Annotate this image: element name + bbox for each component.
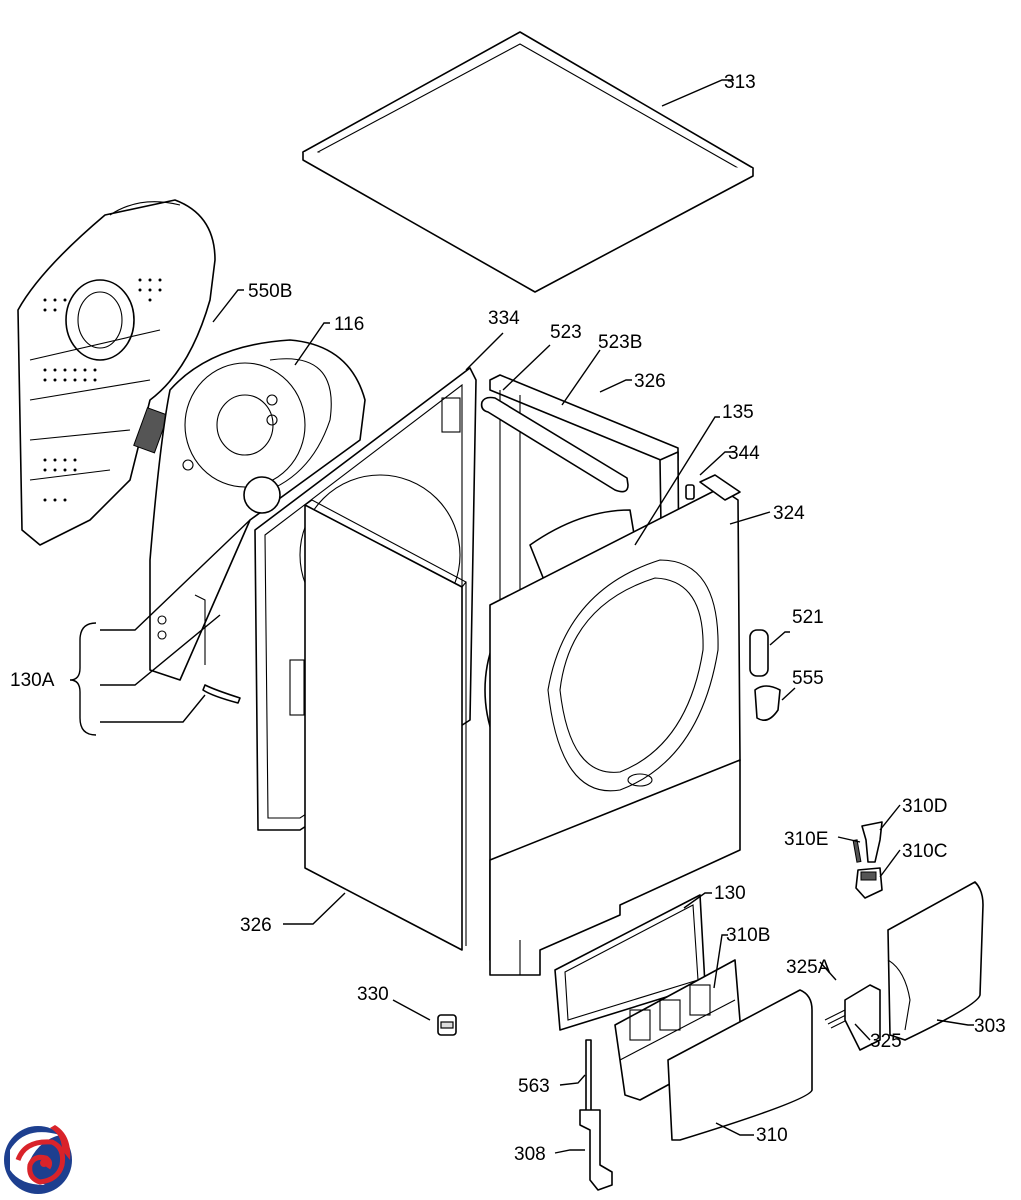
brand-swirl-logo-icon: [4, 1125, 72, 1194]
part-labels: 313 550B 116 334 523 523B 326 135 344 32…: [10, 72, 1006, 1165]
lower-front-panel: [489, 759, 741, 976]
part-310-drawer-front: [667, 989, 813, 1141]
part-313-top-cover: [302, 31, 754, 293]
bracket-130A: [69, 622, 97, 736]
label-326-top: 326: [634, 371, 666, 392]
part-521-cap: [749, 629, 769, 677]
label-135: 135: [722, 402, 754, 423]
label-330: 330: [357, 984, 389, 1005]
label-326-bottom: 326: [240, 915, 272, 936]
label-523B: 523B: [598, 332, 642, 353]
label-523: 523: [550, 322, 582, 343]
part-344-clip: [685, 484, 695, 500]
part-523B-roller: [480, 396, 629, 493]
label-334: 334: [488, 308, 520, 329]
label-555: 555: [792, 668, 824, 689]
part-326-side-panel: [303, 499, 467, 951]
label-550B: 550B: [248, 281, 292, 302]
part-303-side-cover: [887, 881, 984, 1041]
label-130A: 130A: [10, 670, 55, 691]
label-310: 310: [756, 1125, 788, 1146]
label-310E: 310E: [784, 829, 828, 850]
label-344: 344: [728, 443, 760, 464]
label-308: 308: [514, 1144, 546, 1165]
part-310B-drawer-housing: [614, 959, 743, 1101]
part-310E-pin: [852, 839, 862, 863]
leader-lines: [100, 79, 974, 1154]
part-330-foot: [437, 1014, 457, 1036]
part-325-hook: [844, 984, 881, 1051]
label-521: 521: [792, 607, 824, 628]
part-563-rod: [585, 1039, 592, 1113]
part-130A-seal-strips: [194, 594, 241, 704]
label-325: 325: [870, 1031, 902, 1052]
label-324: 324: [773, 503, 805, 524]
label-313: 313: [724, 72, 756, 93]
part-308-latch: [579, 1109, 613, 1191]
label-310D: 310D: [902, 796, 947, 817]
label-310C: 310C: [902, 841, 947, 862]
label-325A: 325A: [786, 957, 831, 978]
part-310C-knob: [855, 867, 883, 899]
part-555-cover: [754, 685, 781, 721]
label-303: 303: [974, 1016, 1006, 1037]
label-563: 563: [518, 1076, 550, 1097]
label-116: 116: [334, 314, 364, 335]
part-310D-lever: [861, 821, 883, 863]
label-130: 130: [714, 883, 746, 904]
part-550B-rear-panel: [17, 199, 216, 546]
label-310B: 310B: [726, 925, 770, 946]
